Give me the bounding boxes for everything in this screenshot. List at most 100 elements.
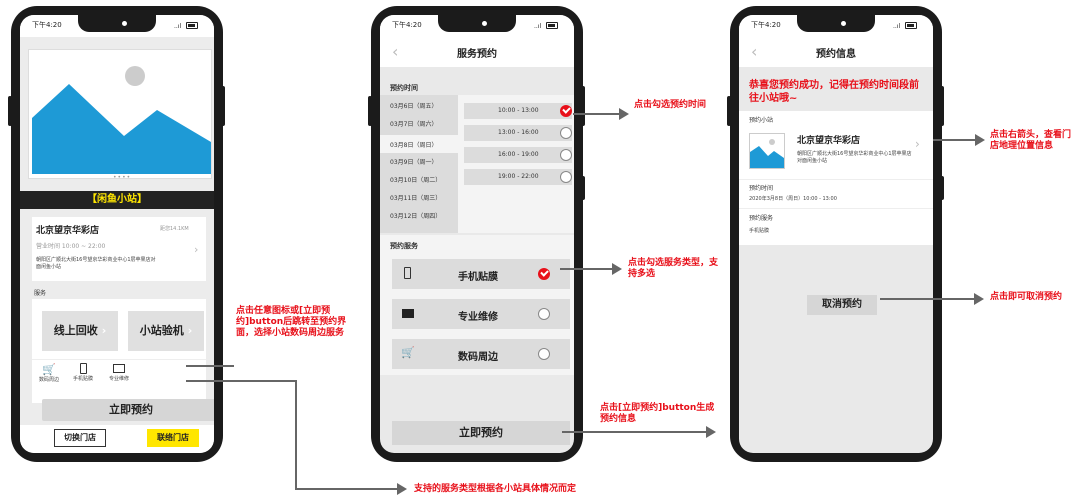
phone-icon bbox=[404, 267, 411, 279]
service-label: 预约服务 bbox=[749, 215, 774, 222]
time-slot-label: 16:00 - 19:00 bbox=[498, 151, 539, 158]
submit-reserve-button[interactable]: 立即预约 bbox=[392, 421, 570, 445]
checked-icon[interactable] bbox=[538, 268, 550, 280]
icon-label: 专业维修 bbox=[108, 376, 129, 382]
annotation-arrowhead bbox=[706, 426, 716, 438]
annotation-arrowhead bbox=[974, 293, 984, 305]
annotation-arrow bbox=[295, 380, 297, 489]
annotation-arrow bbox=[573, 113, 621, 115]
phone-mockup-3: 下午4:20 ..ıl ‹ 预约信息 恭喜您预约成功，记得在预约时间段前往小站哦… bbox=[727, 6, 944, 462]
status-time: 下午4:20 bbox=[32, 21, 62, 29]
annotation-arrowhead bbox=[619, 108, 629, 120]
banner-label: 【闲鱼小站】 bbox=[87, 194, 147, 205]
annotation-arrow bbox=[880, 298, 976, 300]
banner-image[interactable]: •••• bbox=[28, 49, 212, 181]
time-slot-label: 19:00 - 22:00 bbox=[498, 173, 539, 180]
services-panel: 线上回收› 小站验机› 🛒 数码周边 手机贴膜 专业维修 bbox=[32, 299, 206, 403]
date-item[interactable]: 03月6日（周五） bbox=[390, 103, 438, 110]
store-row[interactable]: 北京望京华彩店 朝阳区广顺北大街16号望京华彩商业中心1层苹果店对面闲鱼小站 › bbox=[747, 125, 929, 175]
phone-icon bbox=[79, 363, 87, 374]
checked-icon[interactable] bbox=[560, 105, 572, 117]
toolbox-icon bbox=[113, 364, 125, 373]
annotation-note-1: 点击任意图标或[立即预约]button后跳转至预约界面，选择小站数码周边服务 bbox=[236, 306, 347, 338]
date-list: 03月6日（周五） 03月7日（周六） 03月8日（周日） 03月9日（周一） … bbox=[380, 95, 458, 233]
chevron-right-icon[interactable]: › bbox=[915, 137, 920, 151]
time-slot-3[interactable]: 16:00 - 19:00 bbox=[464, 147, 572, 163]
store-address: 朝阳区广顺北大街16号望京华彩商业中心1层苹果店对面闲鱼小站 bbox=[797, 151, 912, 164]
service-option-label: 手机贴膜 bbox=[458, 272, 498, 283]
services-label: 服务 bbox=[34, 290, 47, 297]
signal-icon: ..ıl bbox=[893, 23, 901, 30]
service-icon-digital[interactable]: 🛒 数码周边 bbox=[34, 363, 64, 383]
date-item[interactable]: 03月7日（周六） bbox=[390, 121, 438, 128]
annotation-arrowhead bbox=[397, 483, 407, 495]
inspection-label: 小站验机 bbox=[139, 324, 184, 337]
page-title: 服务预约 bbox=[457, 49, 497, 60]
service-option-repair[interactable]: 专业维修 bbox=[392, 299, 570, 329]
service-value: 手机贴膜 bbox=[749, 228, 770, 234]
date-item-label: 03月8日（周日） bbox=[390, 142, 438, 149]
annotation-note-3: 点击勾选服务类型，支持多选 bbox=[628, 258, 719, 279]
time-slot-1[interactable]: 10:00 - 13:00 bbox=[464, 103, 572, 119]
reserve-now-button[interactable]: 立即预约 bbox=[42, 399, 214, 421]
date-item[interactable]: 03月9日（周一） bbox=[390, 159, 438, 166]
annotation-note-6: 点击即可取消预约 bbox=[990, 292, 1063, 302]
online-recycle-label: 线上回收 bbox=[53, 324, 98, 337]
booking-screen: 下午4:20 ..ıl ‹ 服务预约 预约时间 03月6日（周五） 03月7日（… bbox=[380, 15, 574, 453]
back-icon[interactable]: ‹ bbox=[392, 42, 399, 61]
time-section-label: 预约时间 bbox=[390, 84, 418, 92]
cancel-reserve-button[interactable]: 取消预约 bbox=[807, 295, 877, 315]
page-title: 预约信息 bbox=[816, 49, 856, 60]
signal-icon: ..ıl bbox=[534, 23, 542, 30]
annotation-arrowhead bbox=[612, 263, 622, 275]
service-section-label: 预约服务 bbox=[390, 242, 418, 250]
annotation-arrow bbox=[186, 365, 234, 367]
service-icon-film[interactable]: 手机贴膜 bbox=[68, 363, 98, 382]
store-distance: 距您14.1KM bbox=[160, 226, 189, 232]
toolbox-icon bbox=[402, 309, 414, 318]
service-option-label: 数码周边 bbox=[458, 352, 498, 363]
time-slot-label: 10:00 - 13:00 bbox=[498, 107, 539, 114]
back-icon[interactable]: ‹ bbox=[751, 42, 758, 61]
phone-mockup-1: 下午4:20 ..ıl •••• 【闲鱼小站】 北京望京华彩店 距您14.1KM… bbox=[8, 6, 225, 462]
annotation-arrow bbox=[562, 431, 708, 433]
radio-icon[interactable] bbox=[560, 171, 572, 183]
service-option-label: 专业维修 bbox=[458, 312, 498, 323]
radio-icon[interactable] bbox=[538, 348, 550, 360]
service-icon-repair[interactable]: 专业维修 bbox=[102, 363, 136, 382]
radio-icon[interactable] bbox=[560, 127, 572, 139]
date-item[interactable]: 03月11日（周三） bbox=[390, 195, 442, 202]
banner-label-bar: 【闲鱼小站】 bbox=[20, 191, 214, 209]
status-time: 下午4:20 bbox=[392, 21, 422, 29]
annotation-note-7: 支持的服务类型根据各小站具体情况而定 bbox=[414, 484, 577, 494]
service-option-digital[interactable]: 🛒 数码周边 bbox=[392, 339, 570, 369]
contact-store-button[interactable]: 联络门店 bbox=[147, 429, 199, 447]
annotation-arrow bbox=[295, 488, 399, 490]
chevron-right-icon[interactable]: › bbox=[194, 243, 199, 256]
store-thumbnail bbox=[749, 133, 785, 169]
date-item[interactable]: 03月12日（周四） bbox=[390, 213, 442, 220]
online-recycle-card[interactable]: 线上回收› bbox=[42, 311, 118, 351]
radio-icon[interactable] bbox=[538, 308, 550, 320]
annotation-note-5: 点击右箭头，查看门店地理位置信息 bbox=[990, 130, 1072, 151]
booking-info-screen: 下午4:20 ..ıl ‹ 预约信息 恭喜您预约成功，记得在预约时间段前往小站哦… bbox=[739, 15, 933, 453]
inspection-card[interactable]: 小站验机› bbox=[128, 311, 204, 351]
battery-icon bbox=[905, 22, 917, 29]
cart-icon: 🛒 bbox=[401, 346, 415, 359]
icon-label: 手机贴膜 bbox=[72, 376, 93, 382]
time-slot-2[interactable]: 13:00 - 16:00 bbox=[464, 125, 572, 141]
store-info-card[interactable]: 北京望京华彩店 距您14.1KM 营业时间 10:00 ~ 22:00 › 朝阳… bbox=[32, 217, 206, 281]
battery-icon bbox=[546, 22, 558, 29]
radio-icon[interactable] bbox=[560, 149, 572, 161]
battery-icon bbox=[186, 22, 198, 29]
date-item-selected[interactable]: 03月8日（周日） bbox=[380, 135, 458, 153]
date-item[interactable]: 03月10日（周二） bbox=[390, 177, 442, 184]
annotation-arrowhead bbox=[975, 134, 985, 146]
store-address: 朝阳区广顺北大街16号望京华彩商业中心1层苹果店对面闲鱼小站 bbox=[36, 257, 156, 270]
cart-icon: 🛒 bbox=[42, 363, 56, 376]
time-slot-4[interactable]: 19:00 - 22:00 bbox=[464, 169, 572, 185]
store-label: 预约小站 bbox=[749, 117, 774, 124]
annotation-note-4: 点击[立即预约]button生成预约信息 bbox=[600, 403, 715, 424]
switch-store-button[interactable]: 切换门店 bbox=[54, 429, 106, 447]
service-option-film[interactable]: 手机贴膜 bbox=[392, 259, 570, 289]
